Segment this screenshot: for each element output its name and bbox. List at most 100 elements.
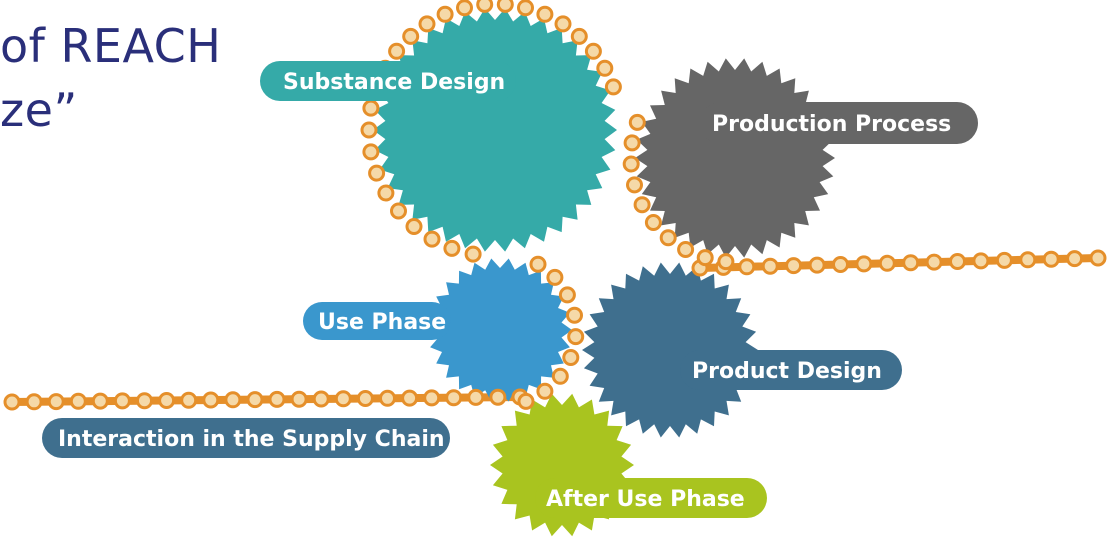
slide-title: of REACH ze” [0,14,221,142]
chain-link [379,389,396,407]
chain-link [529,255,547,273]
chain-link [878,254,896,272]
chain-link [476,0,494,13]
chain-link [388,42,406,60]
chain-link [1089,249,1107,267]
chain-link [623,134,641,152]
chain-link [268,390,286,408]
chain-link [3,393,21,411]
chain-link [677,241,695,258]
chain-link [696,249,714,267]
chain-link [1019,251,1037,269]
label-text-after-use-phase: After Use Phase [546,487,745,512]
chain-link [368,164,386,182]
label-text-substance-design: Substance Design [283,70,505,95]
chain-link [423,230,441,248]
title-line-2: ze” [0,83,78,137]
label-product-design: Product Design [680,350,902,390]
gear-production-process [635,58,835,258]
chain-link [761,257,779,275]
label-use-phase: Use Phase [303,302,451,340]
chain-link [622,155,640,173]
chain-link [633,196,651,214]
chain-link [626,176,643,194]
chain-link [360,121,378,139]
chain-link [312,390,330,408]
chain-link [995,251,1013,269]
chain-link [1066,250,1084,268]
chain-link [558,286,576,304]
chain-link [356,390,374,407]
chain-band [8,393,524,406]
chain-link [25,393,43,411]
chain-link [972,252,990,270]
chain-link [401,389,419,407]
label-pill-production-process [700,102,978,144]
chain-link [489,388,507,406]
chain-link [91,392,109,410]
label-substance-design: Substance Design [260,61,516,101]
chain-link [113,392,131,410]
chain-link [456,0,473,17]
chain-link [808,256,826,274]
chain-link [445,389,463,407]
chain-link [402,27,420,45]
chain-link [464,245,482,263]
chain-link [496,0,514,13]
chain-link [584,42,602,60]
label-pill-product-design [680,350,902,390]
label-pill-substance-design [260,61,516,101]
chain-link [785,257,803,275]
title-line-1: of REACH [0,19,222,73]
label-text-use-phase: Use Phase [318,310,446,335]
chain-band [696,254,1102,272]
label-production-process: Production Process [700,102,978,144]
label-pill-after-use-phase [535,478,767,518]
chain-link [290,390,308,408]
label-text-production-process: Production Process [712,112,951,137]
chain-link [596,59,614,77]
chain-link [362,143,380,161]
label-text-product-design: Product Design [692,359,882,384]
chain-link [644,214,662,231]
chain-link [377,184,395,202]
chain-link [443,239,461,257]
chain-link [554,15,572,33]
chain-link [224,391,242,409]
chain-link [546,268,564,286]
chain-link [717,253,735,271]
chain-link [517,0,534,17]
chain-link [604,78,622,96]
label-after-use-phase: After Use Phase [535,478,767,518]
chain-link [832,256,849,273]
label-pill-use-phase [303,302,451,340]
chain-link [628,113,646,131]
chain-link [69,392,87,410]
chain-link [180,391,198,409]
chain-link [659,229,677,247]
chain-link [362,99,380,117]
chain-link [1042,250,1060,268]
chain-link [738,258,756,276]
chain-link [47,393,65,411]
chain-link [467,388,485,406]
chain-link [567,328,585,346]
chain-link [566,306,583,324]
chain-link [418,15,436,33]
chain-link [136,392,153,410]
chain-link [536,382,554,400]
label-supply-chain: Interaction in the Supply Chain [42,418,450,458]
label-pill-supply-chain [42,418,450,458]
chain-link [202,391,220,409]
gear-product-design [582,262,758,438]
chain-link [334,390,352,408]
chain-link [423,389,441,407]
chain-link [925,253,943,271]
chain-link [949,253,966,270]
chain-link [246,391,264,409]
chain-link [551,367,569,385]
chain-link [405,218,423,235]
chain-link [562,349,580,366]
chain-link [902,254,920,272]
